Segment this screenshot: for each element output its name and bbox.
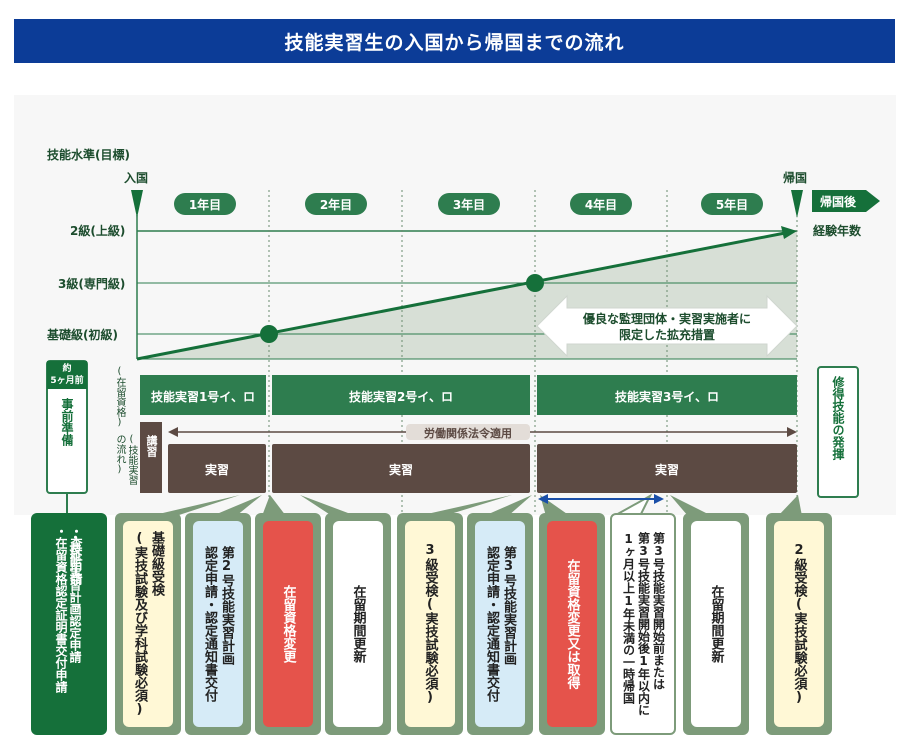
- status-bar-1: [140, 375, 266, 415]
- practice-bar-2: [272, 444, 530, 493]
- after-return-arrow: [812, 190, 880, 212]
- lecture-bar: [140, 422, 162, 493]
- level-grade2: 2級(上級): [70, 224, 126, 238]
- labor-law-badge: [406, 424, 530, 440]
- prep-steps-box: ・技能実習計画認定申請 → ・査証申請 ・在留資格認定証明書交付申請: [31, 513, 107, 735]
- step-grade3-exam-text: 3級受検(実技試験必須): [422, 543, 438, 705]
- after-return-label: 帰国後: [820, 195, 857, 209]
- year-3: 3年目: [452, 198, 486, 212]
- skill-arrowhead: [781, 226, 797, 239]
- return-marker: [791, 190, 803, 218]
- expansion-note: 優良な監理団体・実習実施者に 限定した拡充措置: [582, 312, 751, 342]
- year-dividers: [268, 190, 798, 512]
- expansion-arrow: [536, 294, 798, 358]
- step-basic-exam: 基礎級受検 (実技試験及び学科試験必須): [115, 513, 181, 735]
- practice-bar-1: [168, 444, 266, 493]
- lecture-text: 講習: [145, 435, 158, 457]
- step-renewal-2: 在留期間更新: [683, 513, 749, 735]
- entry-label: 入国: [124, 171, 149, 185]
- mastery-box: [817, 366, 859, 498]
- year-1: 1年目: [188, 198, 222, 212]
- status-1: 技能実習1号イ、ロ: [150, 390, 256, 404]
- year-2: 2年目: [319, 198, 353, 212]
- milestone-basic: [260, 325, 278, 343]
- return-label: 帰国: [783, 171, 808, 185]
- status-3: 技能実習3号イ、ロ: [614, 390, 720, 404]
- mastery-label: 修得技能の発揮: [831, 376, 845, 460]
- step-status-change-1: 在留資格変更: [255, 513, 321, 735]
- year-4: 4年目: [584, 198, 618, 212]
- step-renewal-2-text: 在留期間更新: [708, 585, 724, 663]
- level-grade3: 3級(専門級): [58, 277, 126, 291]
- prep-label: 事前準備: [60, 398, 74, 446]
- step-plan3-text: 第3号技能実習計画 認定申請・認定通知書交付: [484, 546, 516, 702]
- step-basic-exam-text: 基礎級受検 (実技試験及び学科試験必須): [132, 531, 164, 717]
- status-bar-3: [537, 375, 797, 415]
- status-2: 技能実習2号イ、ロ: [348, 390, 454, 404]
- step-status-change-1-text: 在留資格変更: [280, 585, 296, 663]
- step-plan2: 第2号技能実習計画 認定申請・認定通知書交付: [185, 513, 251, 735]
- step-grade2-exam: 2級受検(実技試験必須): [766, 513, 832, 735]
- milestone-grade3: [526, 274, 544, 292]
- step-temp-return-text: 第3号技能実習開始前または 第3号技能実習開始後1年以内に 1ヶ月以上1年未満の…: [621, 532, 666, 716]
- step-renewal-1-text: 在留期間更新: [350, 585, 366, 663]
- prep-duration: 約 5ヶ月前: [47, 361, 87, 389]
- skill-level-title: 技能水準(目標): [47, 148, 130, 162]
- labor-law-text: 労働関係法令適用: [424, 427, 512, 440]
- flow-label: (技能実習の流れ): [114, 434, 137, 485]
- step-status-change-2-text: 在留資格変更又は取得: [564, 559, 580, 689]
- step-status-change-2: 在留資格変更又は取得: [539, 513, 605, 735]
- practice-3: 実習: [654, 463, 679, 477]
- practice-2: 実習: [388, 463, 413, 477]
- prep-arrow-icon: →: [71, 599, 82, 613]
- practice-1: 実習: [204, 463, 229, 477]
- step-plan3: 第3号技能実習計画 認定申請・認定通知書交付: [467, 513, 533, 735]
- step-plan2-text: 第2号技能実習計画 認定申請・認定通知書交付: [202, 546, 234, 702]
- status-label: (在留資格): [114, 366, 125, 428]
- practice-bar-3: [537, 444, 797, 493]
- prep-main-text: ・技能実習計画認定申請: [68, 531, 82, 663]
- step-renewal-1: 在留期間更新: [325, 513, 391, 735]
- step-temp-return: 第3号技能実習開始前または 第3号技能実習開始後1年以内に 1ヶ月以上1年未満の…: [610, 513, 676, 735]
- level-basic: 基礎級(初級): [47, 328, 118, 342]
- step-grade3-exam: 3級受検(実技試験必須): [397, 513, 463, 735]
- status-bar-2: [272, 375, 530, 415]
- year-5: 5年目: [715, 198, 749, 212]
- entry-marker: [131, 190, 143, 218]
- year-pills: [174, 193, 763, 215]
- page-title: 技能実習生の入国から帰国までの流れ: [284, 31, 625, 54]
- page-title-banner: 技能実習生の入国から帰国までの流れ: [14, 19, 895, 63]
- callout-tails: [150, 495, 802, 516]
- years-experience-label: 経験年数: [813, 224, 862, 238]
- skill-line: [136, 231, 786, 361]
- step-grade2-exam-text: 2級受検(実技試験必須): [791, 543, 807, 705]
- prep-sub-text: ・査証申請 ・在留資格認定証明書交付申請: [54, 525, 83, 693]
